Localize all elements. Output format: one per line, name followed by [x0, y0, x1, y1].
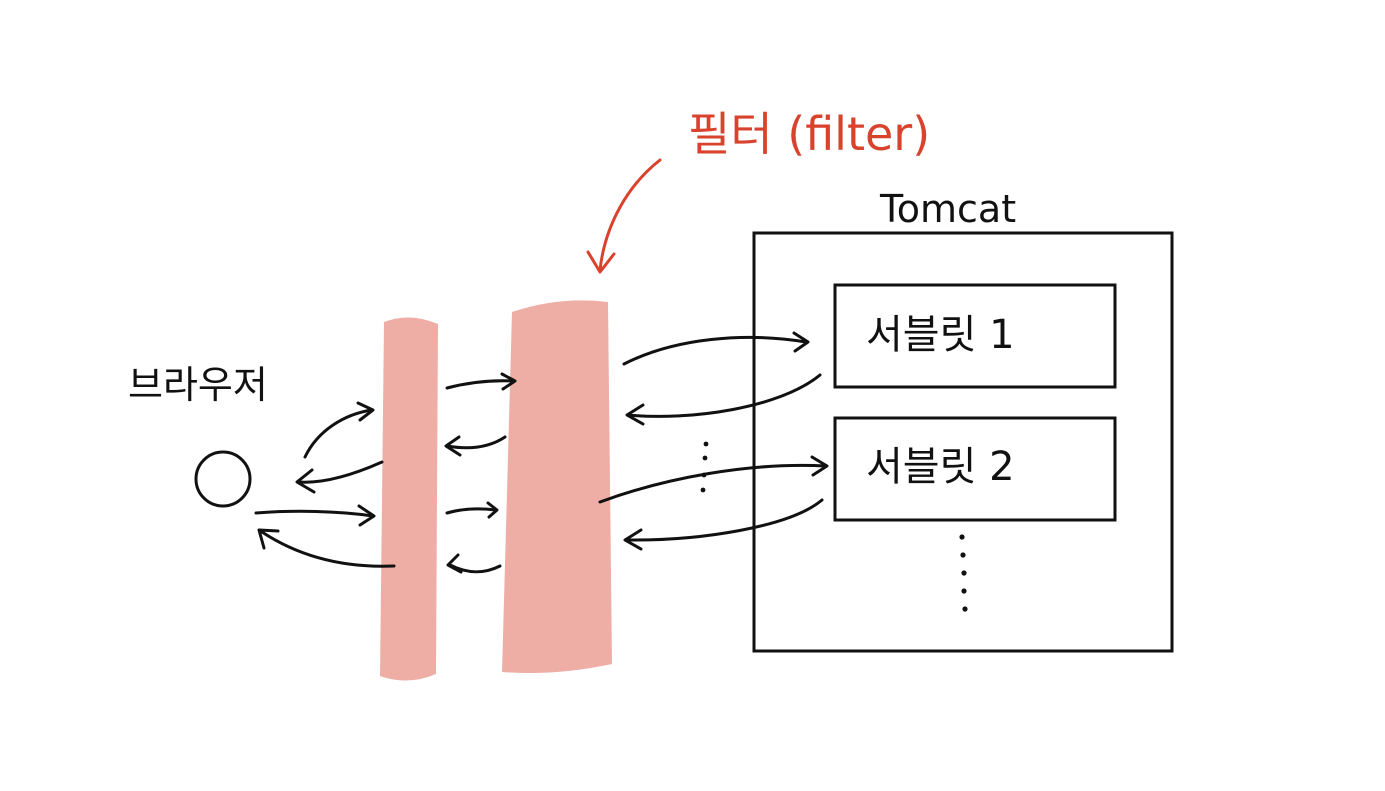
arrow-filter1-to-browser-lower: [257, 528, 396, 568]
arrow-filter1-to-filter2-2: [445, 501, 499, 519]
browser-node: [194, 450, 252, 508]
arrow-filter2-to-servlet2: [598, 455, 829, 504]
arrow-filter2-to-filter1-2: [446, 553, 502, 574]
more-servlets-ellipsis: [959, 534, 968, 612]
tomcat-container: [752, 231, 1174, 653]
servlet-2-label: 서블릿 2: [866, 444, 1015, 490]
filter-bar-1: [380, 317, 438, 681]
filter-pointer-arrow: [586, 158, 662, 274]
arrow-filter2-to-servlet1: [622, 331, 810, 366]
servlet-2-box: 서블릿 2: [833, 416, 1117, 522]
arrow-browser-to-filter1-upper: [303, 401, 375, 459]
arrow-filter2-to-filter1-1: [444, 435, 507, 457]
browser-label: 브라우저: [128, 363, 268, 407]
more-filters-ellipsis: [700, 441, 709, 493]
servlet-1-label: 서블릿 1: [866, 312, 1015, 358]
tomcat-label: Tomcat: [879, 187, 1016, 231]
servlet-1-box: 서블릿 1: [833, 283, 1117, 389]
filter-label: 필터 (filter): [688, 107, 930, 161]
arrow-filter1-to-browser-upper: [295, 460, 384, 494]
arrow-servlet2-to-filter2: [623, 498, 824, 551]
arrow-filter1-to-filter2-1: [445, 372, 517, 391]
filter-bar-2: [502, 300, 612, 673]
arrow-servlet1-to-filter2: [625, 373, 822, 426]
arrow-browser-to-filter1-lower: [254, 504, 376, 527]
